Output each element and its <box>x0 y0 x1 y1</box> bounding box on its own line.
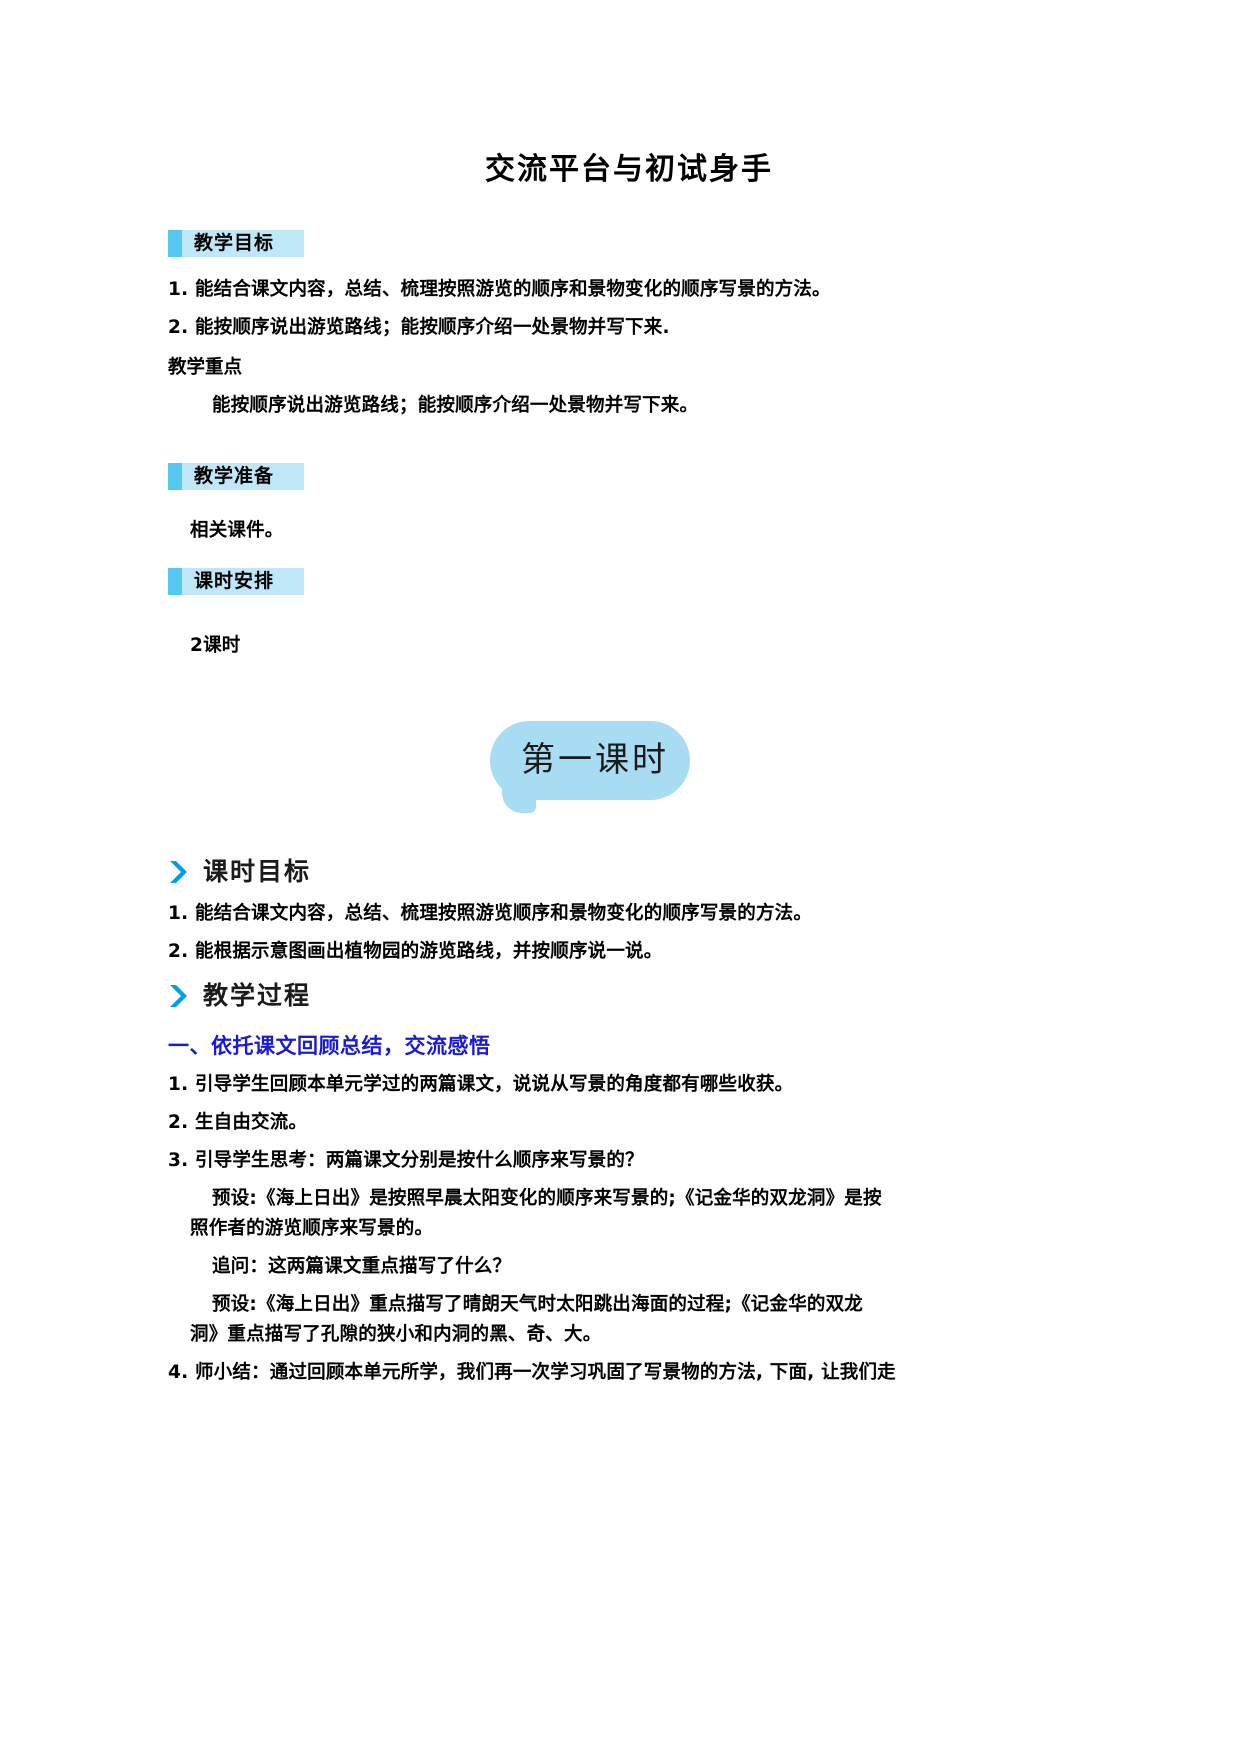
teaching-goal-item-1: 1. 能结合课文内容，总结、梳理按照游览的顺序和景物变化的顺序写景的方法。 <box>168 279 831 300</box>
process-subline-1: 预设:《海上日出》是按照早晨太阳变化的顺序来写景的;《记金华的双龙洞》是按 <box>212 1188 882 1210</box>
section-label: 课时目标 <box>203 857 312 887</box>
key-point-text: 能按顺序说出游览路线；能按顺序介绍一处景物并写下来。 <box>212 394 699 416</box>
teaching-goal-item-2: 2. 能按顺序说出游览路线；能按顺序介绍一处景物并写下来. <box>168 316 670 338</box>
tab-marker-icon <box>168 462 182 490</box>
process-subline-2: 照作者的游览顺序来写景的。 <box>190 1218 434 1240</box>
process-step-1: 1. 引导学生回顾本单元学过的两篇课文，说说从写景的角度都有哪些收获。 <box>168 1074 794 1096</box>
preparation-text: 相关课件。 <box>190 519 284 541</box>
section-header-schedule: 课时安排 <box>168 567 304 595</box>
process-subline-5: 洞》重点描写了孔隙的狭小和内洞的黑、奇、大。 <box>190 1324 602 1346</box>
section-header-lesson-goal: 课时目标 <box>168 859 1090 885</box>
process-step-3: 3. 引导学生思考：两篇课文分别是按什么顺序来写景的？ <box>168 1150 644 1172</box>
tab-body: 教学目标 <box>182 230 304 257</box>
process-final-line: 4. 师小结：通过回顾本单元所学，我们再一次学习巩固了写景物的方法, 下面, 让… <box>168 1362 896 1383</box>
lesson-bubble-label: 第一课时 <box>521 740 669 781</box>
process-subline-3: 追问：这两篇课文重点描写了什么？ <box>212 1256 512 1278</box>
section-header-teaching-process: 教学过程 <box>168 983 1090 1009</box>
schedule-text: 2课时 <box>190 634 241 656</box>
tab-body: 课时安排 <box>182 567 304 595</box>
section-label: 教学过程 <box>203 981 312 1011</box>
lesson-goal-item-1: 1. 能结合课文内容，总结、梳理按照游览顺序和景物变化的顺序写景的方法。 <box>168 902 813 924</box>
key-point-heading: 教学重点 <box>168 356 243 378</box>
process-subline-4: 预设:《海上日出》重点描写了晴朗天气时太阳跳出海面的过程;《记金华的双龙 <box>212 1294 863 1316</box>
tab-marker-icon <box>168 230 182 257</box>
section-label: 教学准备 <box>194 464 275 487</box>
lesson-bubble-container: 第一课时 <box>168 713 1090 833</box>
double-chevron-right-icon <box>170 860 187 883</box>
lesson-bubble: 第一课时 <box>490 720 690 800</box>
tab-marker-icon <box>168 567 182 595</box>
double-chevron-right-icon <box>170 984 187 1007</box>
section-label: 教学目标 <box>194 232 275 254</box>
process-step-2: 2. 生自由交流。 <box>168 1112 308 1134</box>
section-header-preparation: 教学准备 <box>168 462 304 490</box>
lesson-goal-item-2: 2. 能根据示意图画出植物园的游览路线，并按顺序说一说。 <box>168 940 663 962</box>
section-label: 课时安排 <box>194 569 275 592</box>
process-blue-heading: 一、依托课文回顾总结，交流感悟 <box>168 1033 491 1058</box>
tab-body: 教学准备 <box>182 462 304 490</box>
page-title: 交流平台与初试身手 <box>485 152 773 187</box>
section-header-teaching-goal: 教学目标 <box>168 230 304 257</box>
